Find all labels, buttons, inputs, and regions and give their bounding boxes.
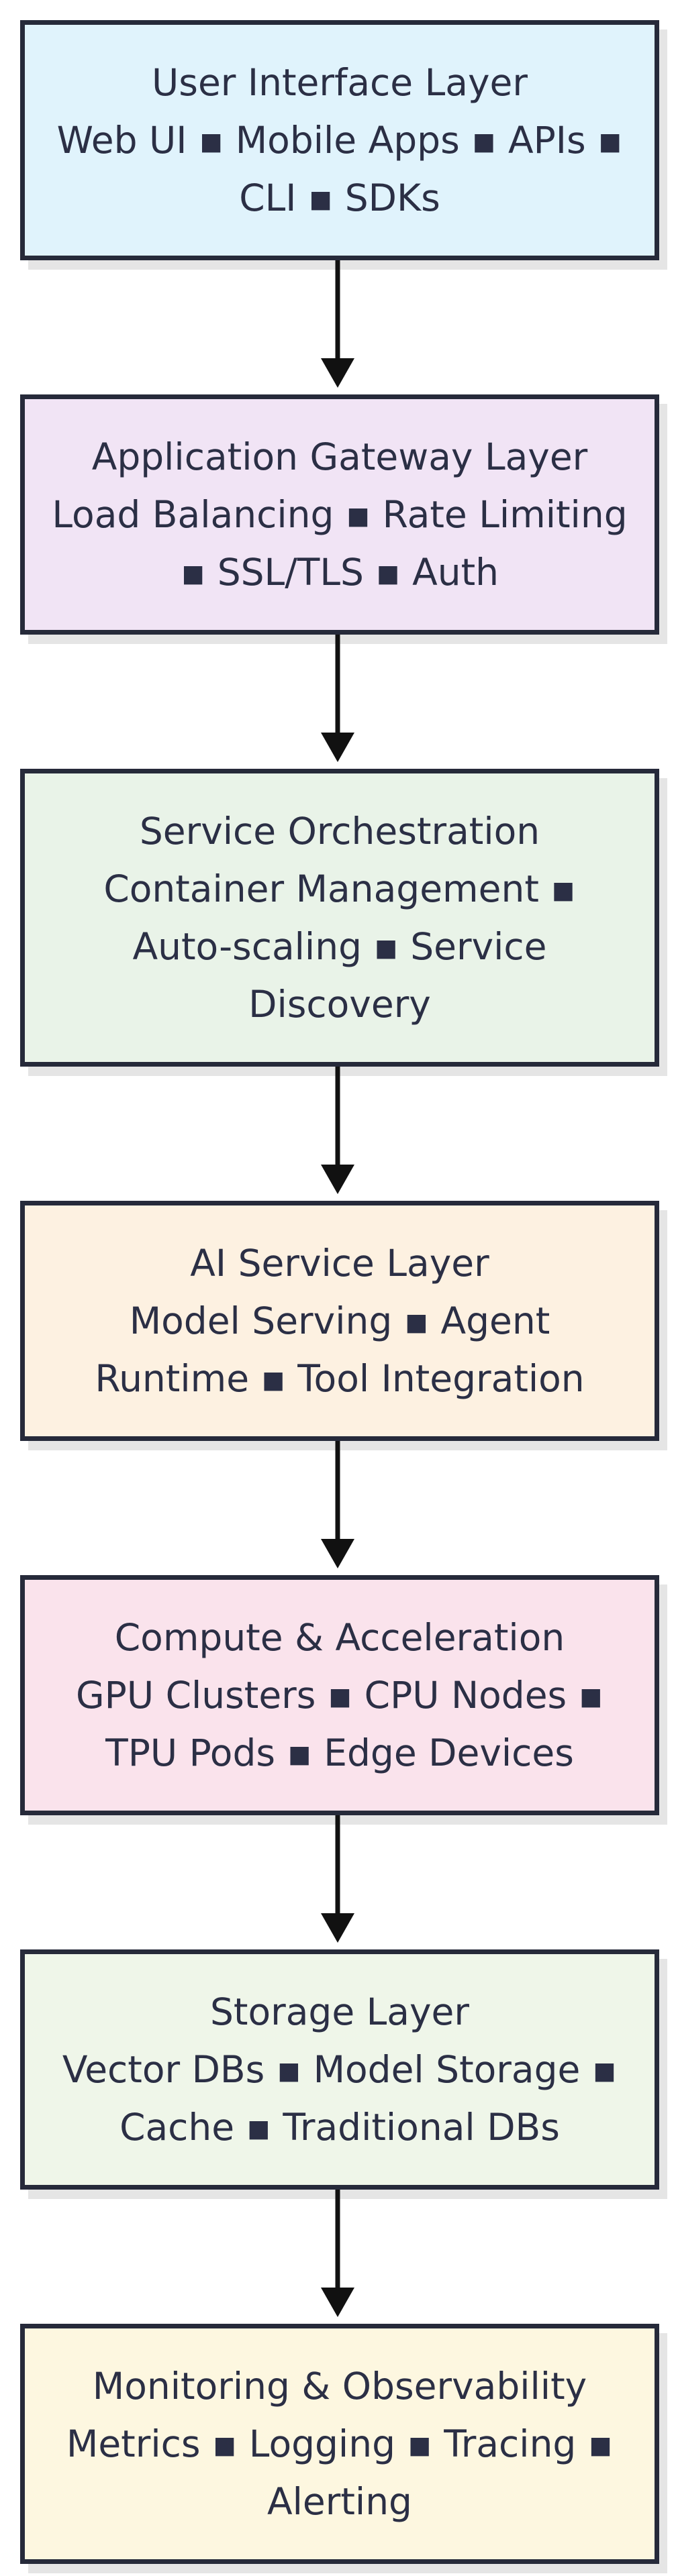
layer-title: User Interface Layer: [152, 61, 528, 104]
application-gateway-layer-box: Application Gateway Layer Load Balancing…: [20, 394, 659, 635]
layer-title: Storage Layer: [209, 1990, 470, 2033]
layer-items: Metrics ▪ Logging ▪ Tracing ▪ Alerting: [66, 2422, 614, 2523]
service-orchestration-box: Service Orchestration Container Manageme…: [20, 769, 659, 1067]
user-interface-layer-box: User Interface Layer Web UI ▪ Mobile App…: [20, 20, 659, 260]
arrow-3-to-4: [321, 1067, 354, 1194]
layer-items: Load Balancing ▪ Rate Limiting ▪ SSL/TLS…: [52, 493, 628, 594]
compute-acceleration-box: Compute & Acceleration GPU Clusters ▪ CP…: [20, 1575, 659, 1815]
layer-items: Container Management ▪ Auto-scaling ▪ Se…: [103, 867, 576, 1026]
ai-service-layer-box: AI Service Layer Model Serving ▪ Agent R…: [20, 1201, 659, 1441]
layer-items: GPU Clusters ▪ CPU Nodes ▪ TPU Pods ▪ Ed…: [76, 1674, 603, 1774]
arrow-1-to-2: [321, 260, 354, 388]
arrow-2-to-3: [321, 635, 354, 762]
arrow-4-to-5: [321, 1441, 354, 1568]
layer-items: Web UI ▪ Mobile Apps ▪ APIs ▪ CLI ▪ SDKs: [56, 119, 623, 219]
layer-items: Vector DBs ▪ Model Storage ▪ Cache ▪ Tra…: [62, 2048, 618, 2149]
arrow-5-to-6: [321, 1815, 354, 1943]
layer-title: Application Gateway Layer: [91, 435, 588, 478]
layer-title: Monitoring & Observability: [92, 2365, 587, 2408]
arrow-6-to-7: [321, 2190, 354, 2317]
layer-title: Service Orchestration: [139, 810, 540, 853]
monitoring-observability-box: Monitoring & Observability Metrics ▪ Log…: [20, 2324, 659, 2564]
layer-items: Model Serving ▪ Agent Runtime ▪ Tool Int…: [95, 1299, 585, 1400]
layer-title: Compute & Acceleration: [114, 1616, 565, 1659]
storage-layer-box: Storage Layer Vector DBs ▪ Model Storage…: [20, 1949, 659, 2190]
layer-title: AI Service Layer: [190, 1242, 489, 1285]
